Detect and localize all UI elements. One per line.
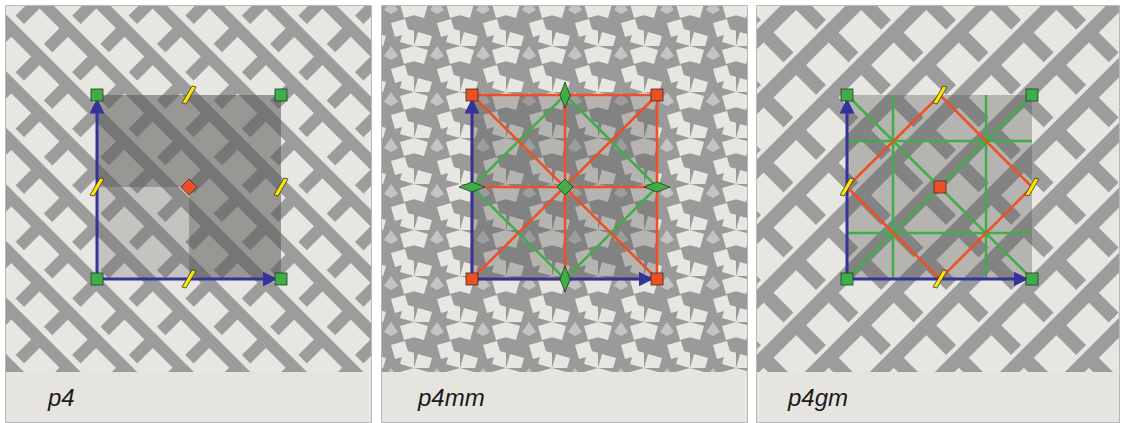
caption-holder: p4mm	[418, 384, 485, 412]
group-name: p4mm	[418, 384, 485, 412]
group-name: p4gm	[788, 384, 848, 412]
caption-holder: p4	[48, 384, 75, 412]
caption-holder: p4gm	[788, 384, 848, 412]
p4mm-panel	[381, 5, 748, 423]
p4gm-panel	[756, 5, 1120, 423]
group-name: p4	[48, 384, 75, 412]
p4-panel	[5, 5, 372, 423]
